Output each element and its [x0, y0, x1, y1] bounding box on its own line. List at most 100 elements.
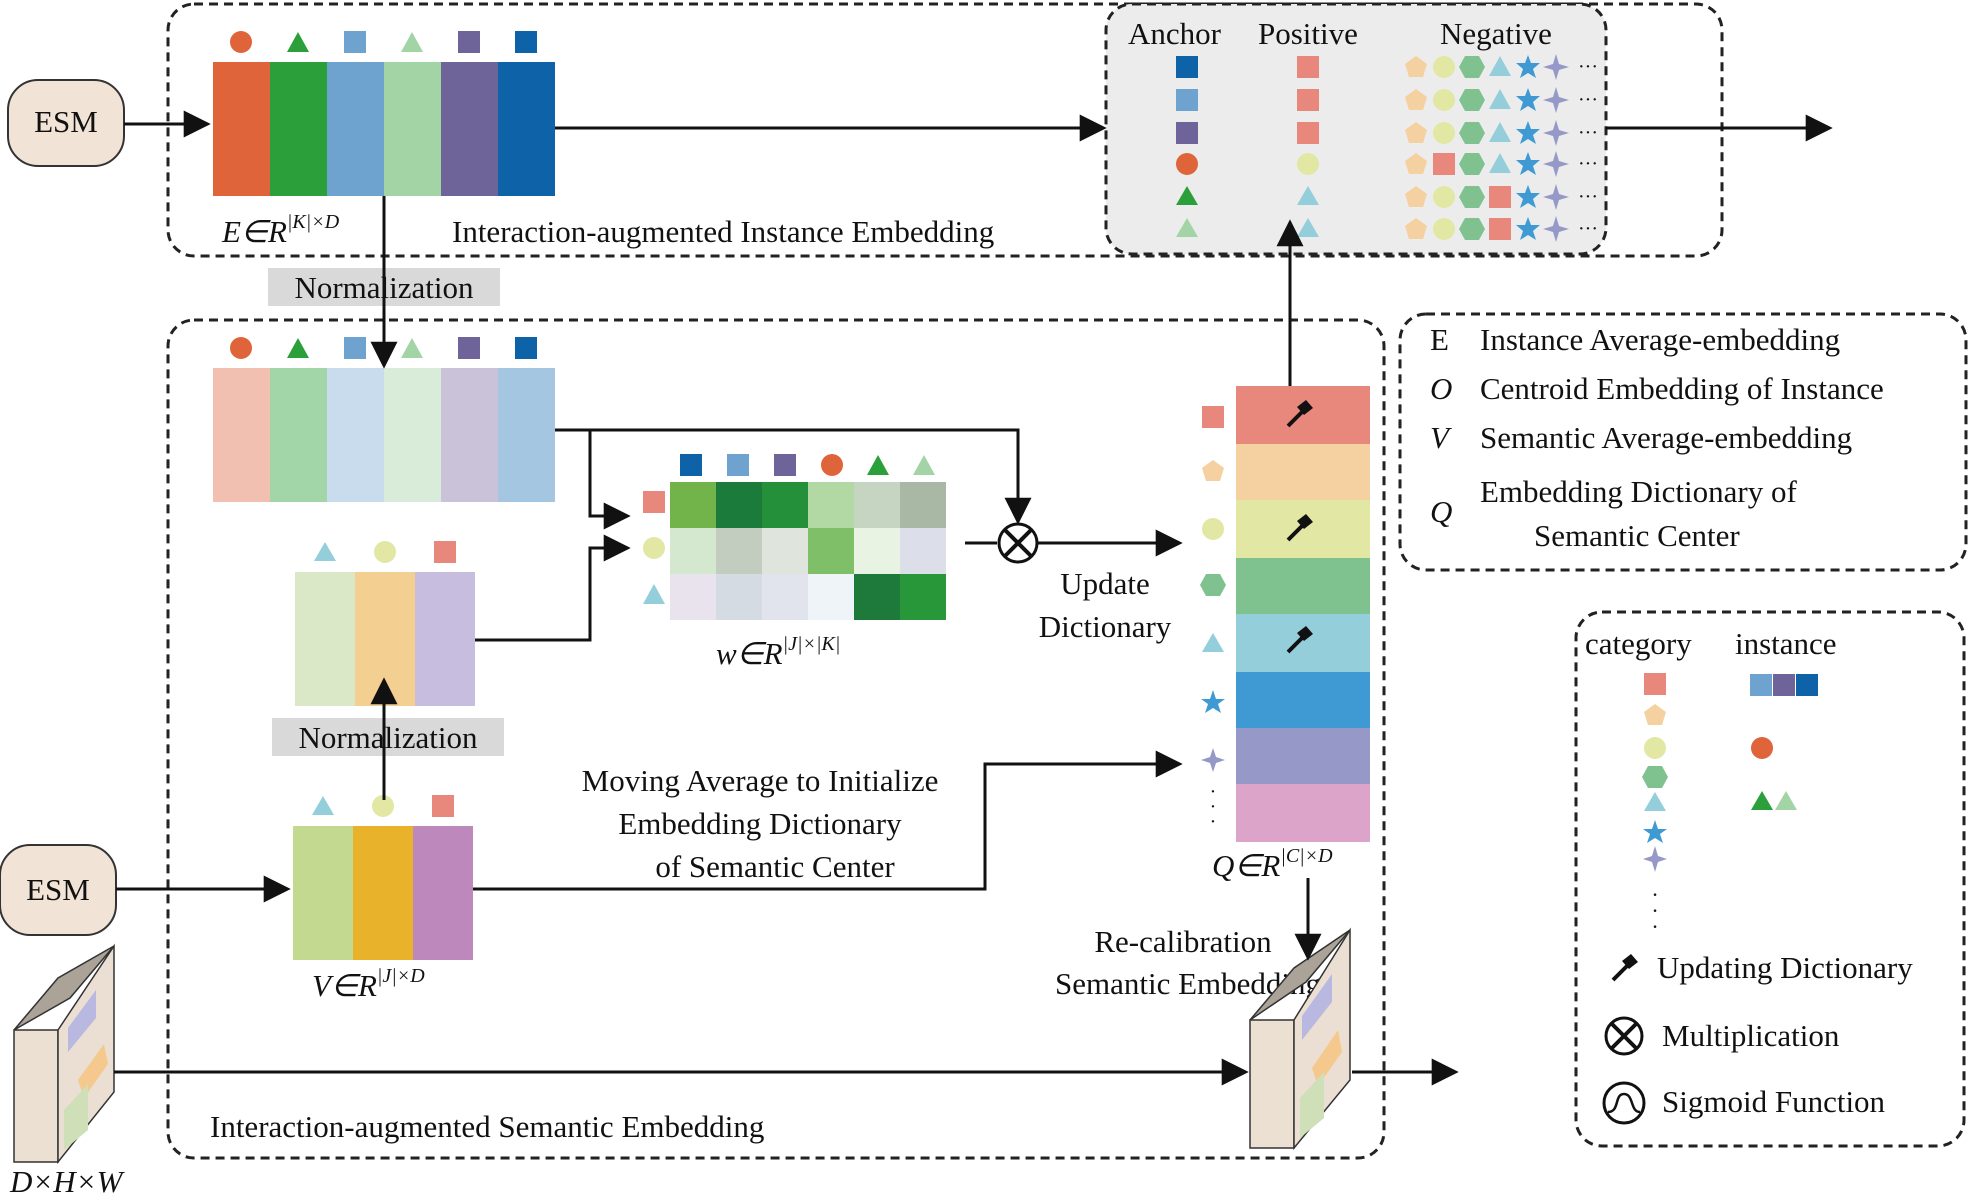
category-star	[1643, 820, 1667, 843]
w-matrix-label: w∈R|J|×|K|	[716, 633, 840, 671]
affinity-heatmap	[670, 482, 946, 620]
normalized-instance-matrix	[213, 368, 555, 502]
negative-glyph	[1543, 184, 1569, 210]
esm-label: ESM	[34, 104, 98, 139]
negative-more-dots: ···	[1578, 218, 1598, 240]
output-volume	[1249, 927, 1351, 1151]
legend-text: Instance Average-embedding	[1480, 322, 1840, 357]
legend-updating: Updating Dictionary	[1657, 950, 1913, 985]
legend-sigmoid: Sigmoid Function	[1662, 1084, 1886, 1119]
heatmap-cell	[670, 482, 716, 528]
multiplication-node	[997, 522, 1039, 564]
negative-glyph	[1489, 153, 1511, 173]
q-matrix-label: Q∈R|C|×D	[1212, 845, 1333, 883]
negative-glyph	[1405, 153, 1427, 174]
positive-header: Positive	[1258, 16, 1358, 51]
negative-glyph	[1459, 56, 1485, 78]
anchor-header: Anchor	[1128, 16, 1222, 51]
negative-header: Negative	[1440, 16, 1552, 51]
heatmap-cell	[670, 574, 716, 620]
instance-square	[1773, 674, 1795, 696]
negative-glyph	[1516, 55, 1540, 78]
anchor-column	[1176, 56, 1198, 237]
heatmap-cell	[716, 528, 762, 574]
category-pentagon	[1644, 704, 1666, 725]
input-dims-label: D×H×W	[9, 1164, 126, 1198]
q-category-shapes: · · ·	[1200, 406, 1226, 833]
negative-glyph	[1489, 122, 1511, 142]
heatmap-cell	[900, 574, 946, 620]
normalization-label: Normalization	[298, 720, 478, 755]
legend-multiplication: Multiplication	[1662, 1018, 1840, 1053]
svg-text:·: ·	[1210, 781, 1217, 803]
negative-glyph	[1489, 56, 1511, 76]
instance-circle	[1751, 737, 1773, 759]
negative-glyph	[1516, 121, 1540, 144]
legend-text: Centroid Embedding of Instance	[1480, 371, 1884, 406]
heatmap-cell	[900, 482, 946, 528]
negative-glyph	[1405, 122, 1427, 143]
negative-glyph	[1459, 218, 1485, 240]
instance-square	[1796, 674, 1818, 696]
negative-more-dots: ···	[1578, 89, 1598, 111]
heatmap-cell	[762, 528, 808, 574]
negative-glyph	[1516, 88, 1540, 111]
negative-glyph	[1459, 122, 1485, 144]
top-box-title: Interaction-augmented Instance Embedding	[452, 214, 994, 249]
negative-glyph	[1489, 218, 1511, 240]
sigmoid-icon	[1602, 1081, 1646, 1125]
category-more: ·	[1651, 898, 1658, 923]
legend-definitions: E Instance Average-embedding O Centroid …	[1430, 322, 1884, 553]
v-matrix-label: V∈R|J|×D	[312, 965, 425, 1003]
heatmap-cell	[808, 482, 854, 528]
negative-columns: ··· ··· ··· ··· ··· ···	[1405, 54, 1598, 242]
legend-symbol: E	[1430, 322, 1449, 357]
legend-text: Semantic Center	[1534, 518, 1740, 553]
negative-more-dots: ···	[1578, 186, 1598, 208]
instance-shape-row-mid	[230, 337, 537, 359]
category-hexagon	[1642, 766, 1668, 788]
negative-glyph	[1433, 153, 1455, 175]
category-circle	[1644, 737, 1666, 759]
negative-glyph	[1459, 186, 1485, 208]
normalization-bg-bottom	[272, 718, 504, 756]
moving-average-label: of Semantic Center	[655, 849, 895, 884]
heatmap-cell	[808, 574, 854, 620]
heatmap-cell	[808, 528, 854, 574]
moving-average-label: Moving Average to Initialize	[582, 763, 939, 798]
esm-node-top: ESM	[7, 79, 125, 167]
negative-glyph	[1433, 122, 1455, 144]
negative-more-dots: ···	[1578, 56, 1598, 78]
input-volume	[13, 943, 115, 1165]
negative-glyph	[1516, 217, 1540, 240]
heatmap-cell	[762, 482, 808, 528]
negative-glyph	[1543, 120, 1569, 146]
legend-text: Semantic Average-embedding	[1480, 420, 1852, 455]
instance-triangle	[1751, 791, 1773, 810]
update-dictionary-label: Update	[1060, 566, 1150, 601]
heatmap-cell	[900, 528, 946, 574]
negative-glyph	[1405, 89, 1427, 110]
top-dashed-box	[166, 2, 1724, 258]
legend-category-header: category	[1585, 626, 1692, 661]
negative-glyph	[1405, 218, 1427, 239]
negative-glyph	[1543, 87, 1569, 113]
svg-text:·: ·	[1210, 811, 1217, 833]
moving-average-label: Embedding Dictionary	[618, 806, 902, 841]
negative-more-dots: ···	[1578, 153, 1598, 175]
heatmap-cell	[762, 574, 808, 620]
semantic-shape-row-mid	[314, 541, 456, 563]
negative-glyph	[1433, 186, 1455, 208]
w-row-shapes	[643, 491, 665, 604]
negative-glyph	[1543, 151, 1569, 177]
negative-glyph	[1405, 56, 1427, 77]
category-square	[1644, 673, 1666, 695]
heatmap-cell	[854, 482, 900, 528]
heatmap-cell	[670, 528, 716, 574]
w-column-shapes	[680, 454, 935, 476]
semantic-shape-row-bottom	[312, 795, 454, 817]
negative-glyph	[1433, 56, 1455, 78]
negative-more-dots: ···	[1578, 122, 1598, 144]
negative-glyph	[1516, 185, 1540, 208]
